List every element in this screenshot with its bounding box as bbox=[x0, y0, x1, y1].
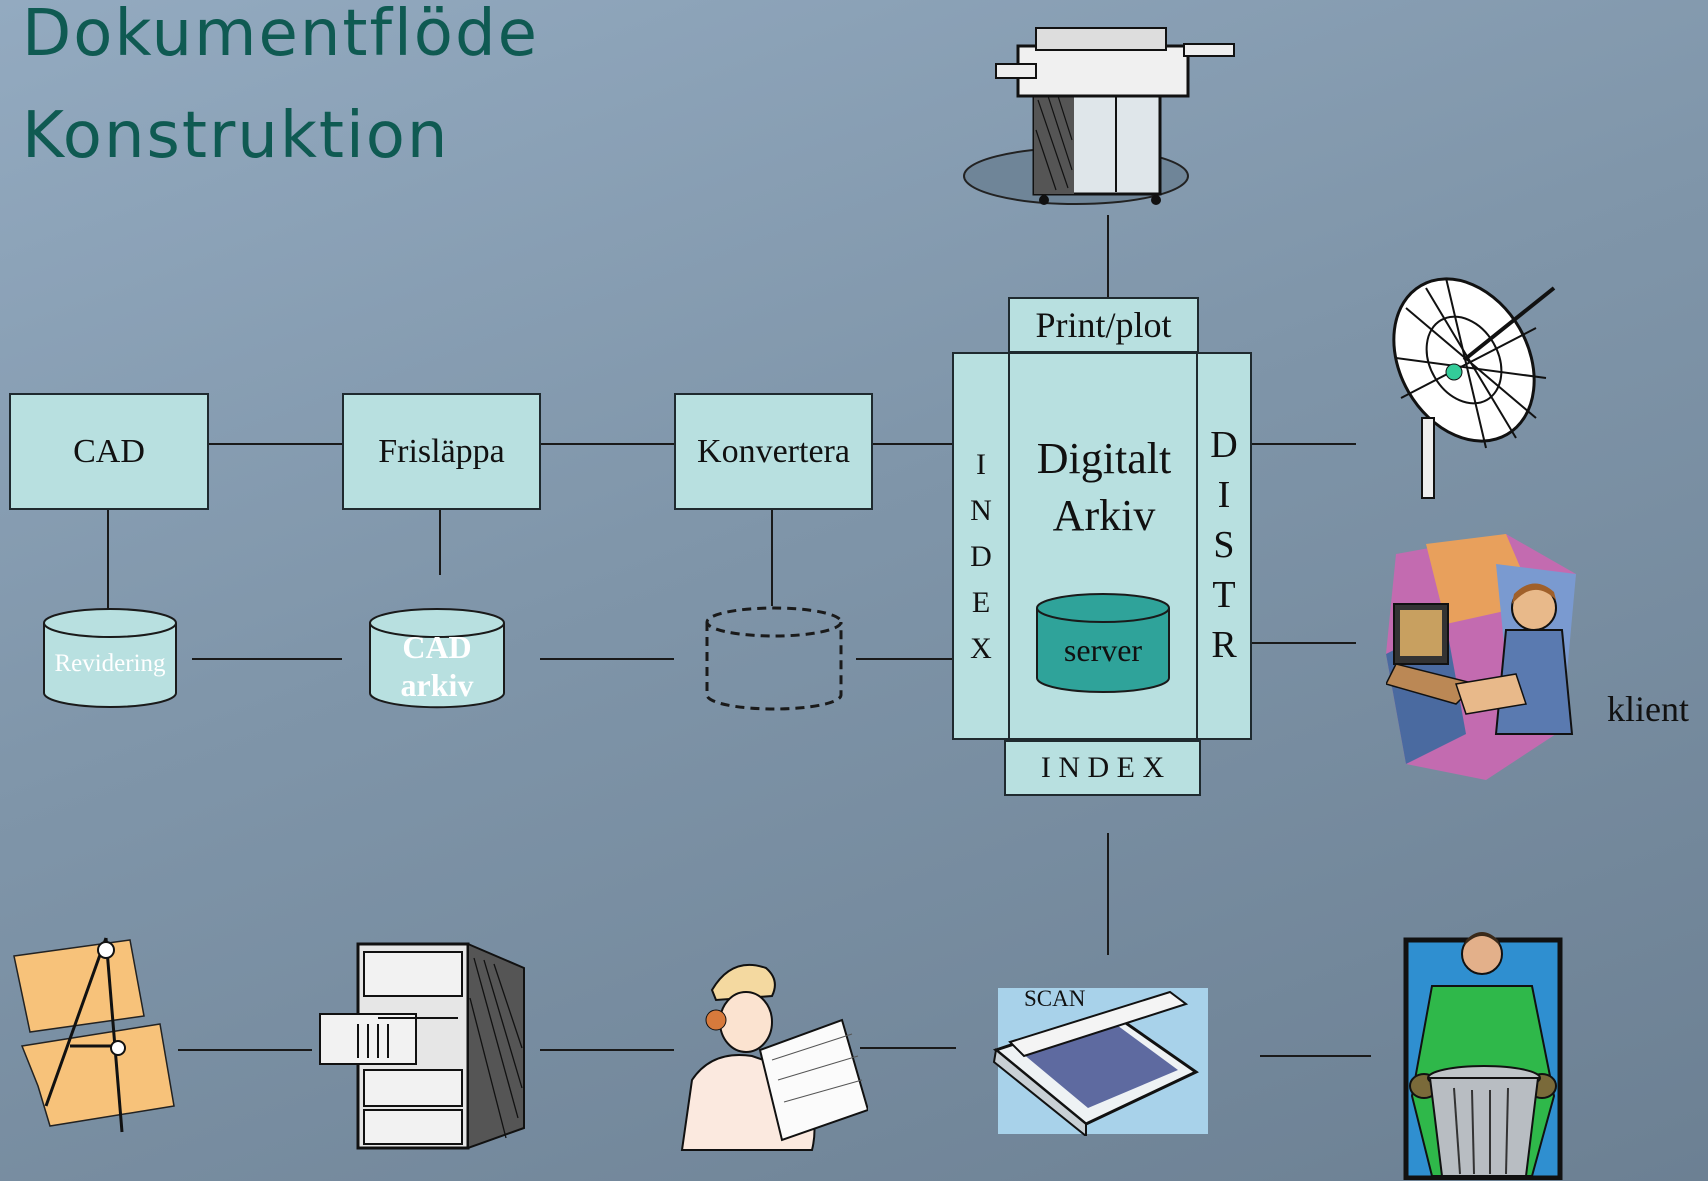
cad-arkiv-label: CAD arkiv bbox=[370, 628, 504, 705]
index-left-column bbox=[952, 352, 1010, 740]
index-vertical-text: I N D E X bbox=[952, 442, 1010, 672]
cad-arkiv-cylinder bbox=[369, 608, 505, 709]
arkiv-label: Arkiv bbox=[1052, 491, 1156, 541]
konvertera-label: Konvertera bbox=[697, 432, 850, 470]
distr-letter: I bbox=[1217, 474, 1231, 516]
computer-user-icon bbox=[1386, 534, 1576, 780]
digitalt-arkiv-title: Digitalt Arkiv bbox=[1010, 430, 1198, 544]
index-letter: I bbox=[976, 448, 986, 481]
engineer-reading-plans-icon bbox=[680, 963, 868, 1151]
server-cylinder bbox=[1036, 593, 1170, 693]
scanner-icon bbox=[992, 988, 1208, 1136]
distr-letter: R bbox=[1211, 624, 1237, 666]
index-letter: D bbox=[970, 540, 992, 573]
filing-cabinet-icon bbox=[319, 942, 525, 1150]
index-bottom-label: I N D E X bbox=[1040, 751, 1165, 784]
print-plot-label: Print/plot bbox=[1035, 305, 1172, 345]
scan-label: SCAN bbox=[1024, 986, 1086, 1011]
printer-plotter-icon bbox=[963, 27, 1235, 205]
frislappa-label: Frisläppa bbox=[378, 432, 505, 470]
revidering-label: Revidering bbox=[54, 650, 166, 677]
index-bottom-box: I N D E X bbox=[1004, 740, 1201, 796]
drafting-compass-icon bbox=[13, 937, 175, 1133]
konvertera-dashed-cylinder bbox=[705, 606, 843, 711]
distr-letter: S bbox=[1213, 524, 1235, 566]
cad-label: CAD bbox=[73, 432, 145, 470]
klient-label: klient bbox=[1607, 689, 1689, 729]
revidering-cylinder bbox=[43, 608, 177, 708]
distr-vertical-text: D I S T R bbox=[1196, 420, 1252, 670]
distr-letter: D bbox=[1210, 424, 1238, 466]
cad-arkiv-line2: arkiv bbox=[400, 667, 474, 704]
distr-letter: T bbox=[1212, 574, 1236, 616]
konvertera-box: Konvertera bbox=[674, 393, 873, 510]
man-with-trash-can-icon bbox=[1403, 932, 1563, 1180]
satellite-dish-icon bbox=[1392, 277, 1556, 499]
index-letter: X bbox=[970, 632, 992, 665]
index-letter: E bbox=[971, 586, 991, 619]
server-label: server bbox=[1063, 632, 1143, 668]
page-title-line2: Konstruktion bbox=[22, 99, 450, 173]
cad-box: CAD bbox=[9, 393, 209, 510]
index-letter: N bbox=[970, 494, 992, 527]
frislappa-box: Frisläppa bbox=[342, 393, 541, 510]
print-plot-box: Print/plot bbox=[1008, 297, 1199, 353]
cad-arkiv-line1: CAD bbox=[402, 629, 472, 665]
page-title-line1: Dokumentflöde bbox=[22, 0, 539, 71]
digitalt-label: Digitalt bbox=[1036, 434, 1172, 483]
